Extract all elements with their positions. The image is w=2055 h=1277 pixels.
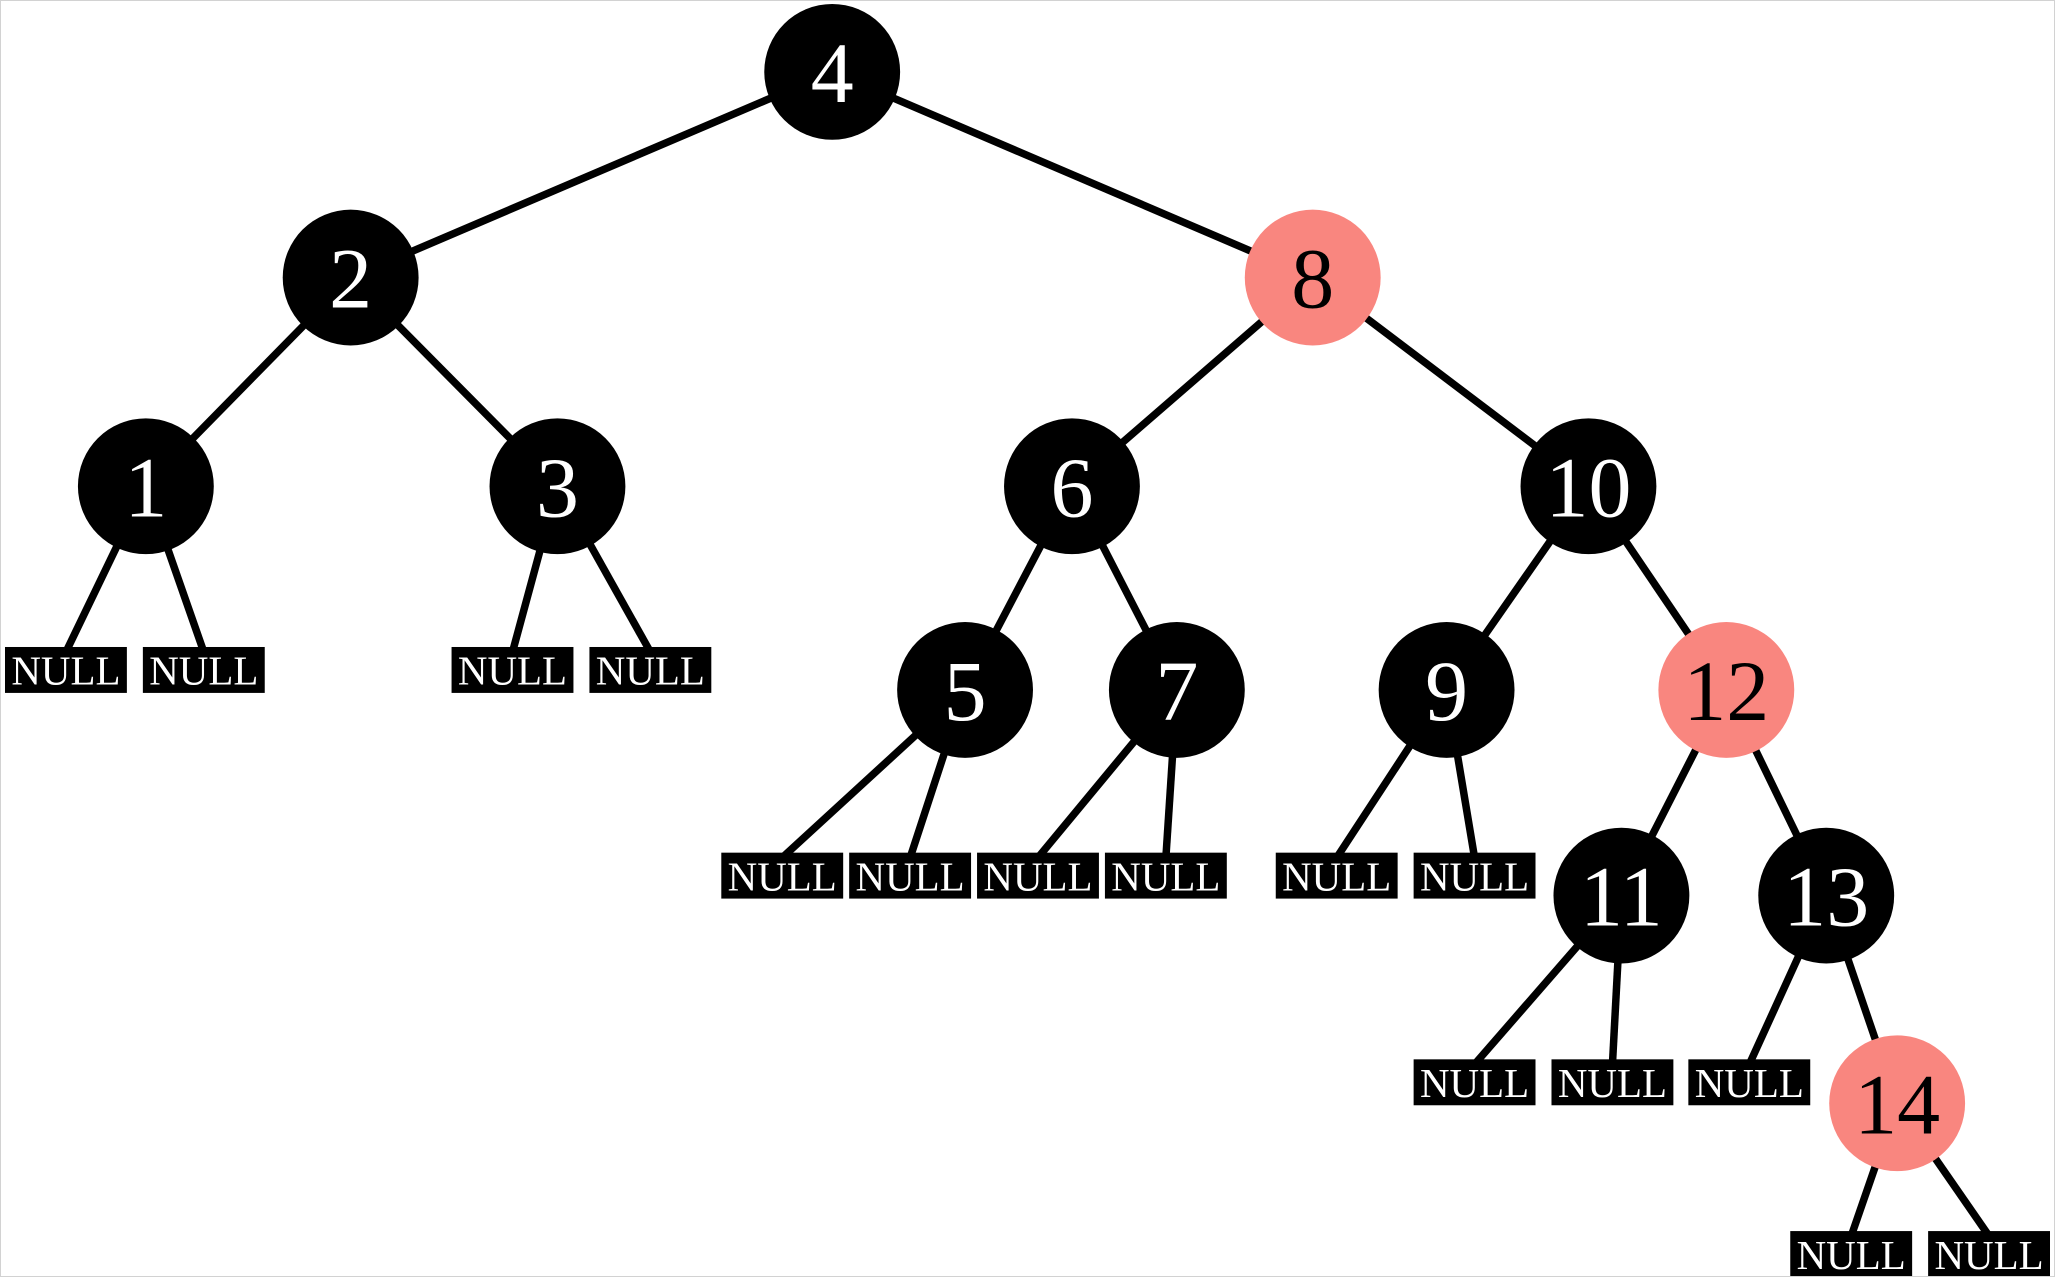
- null-leaf-7-left-box: [977, 852, 1099, 899]
- tree-node-7-circle: [1108, 622, 1245, 758]
- null-leaf-13-left-label: NULL: [1695, 1061, 1804, 1106]
- tree-node-14-label: 14: [1854, 1056, 1940, 1152]
- null-leaf-5-right-label: NULL: [856, 854, 965, 899]
- tree-node-4-label: 4: [811, 25, 854, 121]
- null-leaf-7-right-box: [1104, 852, 1227, 899]
- tree-node-8-label: 8: [1291, 231, 1334, 327]
- tree-node-9-label: 9: [1425, 643, 1468, 739]
- null-leaf-3-left-label: NULL: [458, 649, 567, 694]
- tree-node-7-label: 7: [1155, 643, 1198, 739]
- null-leaf-1-right-box: [142, 646, 265, 693]
- null-leaf-9-right-label: NULL: [1420, 854, 1529, 899]
- tree-node-6-circle: [1004, 418, 1140, 555]
- tree-node-6-label: 6: [1050, 439, 1093, 535]
- null-leaf-9-right-box: [1413, 852, 1536, 899]
- null-leaf-3-left-box: [451, 646, 574, 693]
- null-leaf-11-left-label: NULL: [1420, 1061, 1529, 1106]
- null-leaf-7-left-label: NULL: [983, 854, 1092, 899]
- tree-node-10-label: 10: [1546, 439, 1632, 535]
- edge-4-8: [830, 68, 1315, 282]
- tree-node-5-circle: [897, 622, 1033, 758]
- tree-node-1-label: 1: [124, 439, 167, 535]
- null-leaf-14-left-label: NULL: [1797, 1233, 1906, 1276]
- null-leaf-3-right-label: NULL: [596, 649, 705, 694]
- null-leaf-11-left-box: [1413, 1059, 1536, 1106]
- null-leaf-14-left-box: [1790, 1231, 1913, 1276]
- null-leaf-7-right-label: NULL: [1111, 854, 1220, 899]
- tree-node-3-circle: [489, 418, 626, 555]
- tree-node-14-circle: [1829, 1035, 1966, 1172]
- tree-node-9-circle: [1378, 622, 1515, 758]
- tree-node-12-circle: [1658, 622, 1795, 758]
- tree-node-13-label: 13: [1783, 849, 1869, 945]
- tree-node-8-circle: [1244, 209, 1381, 346]
- null-leaf-5-right-box: [849, 852, 972, 899]
- tree-node-1-circle: [77, 418, 214, 555]
- null-leaf-9-left-box: [1275, 852, 1398, 899]
- tree-node-11-circle: [1553, 827, 1690, 964]
- tree-node-2-circle: [282, 209, 419, 346]
- tree-node-3-label: 3: [536, 439, 579, 535]
- null-leaf-14-right-box: [1928, 1231, 2051, 1276]
- null-leaf-3-right-box: [589, 646, 712, 693]
- tree-node-11-label: 11: [1580, 849, 1663, 945]
- null-leaf-1-left-box: [4, 646, 127, 693]
- edge-4-2: [349, 68, 834, 282]
- tree-node-13-circle: [1758, 827, 1895, 964]
- null-leaf-5-left-label: NULL: [728, 854, 837, 899]
- null-leaf-13-left-box: [1688, 1059, 1811, 1106]
- null-leaf-5-left-box: [721, 852, 844, 899]
- tree-node-4-circle: [764, 3, 901, 140]
- tree-node-2-label: 2: [329, 231, 372, 327]
- tree-node-5-label: 5: [944, 643, 987, 739]
- null-leaf-1-left-label: NULL: [11, 649, 120, 694]
- null-leaf-1-right-label: NULL: [149, 649, 258, 694]
- null-leaf-11-right-label: NULL: [1558, 1061, 1667, 1106]
- null-leaf-11-right-box: [1551, 1059, 1674, 1106]
- null-leaf-9-left-label: NULL: [1282, 854, 1391, 899]
- null-leaf-14-right-label: NULL: [1934, 1233, 2043, 1276]
- tree-node-12-label: 12: [1683, 643, 1769, 739]
- tree-node-10-circle: [1520, 418, 1657, 555]
